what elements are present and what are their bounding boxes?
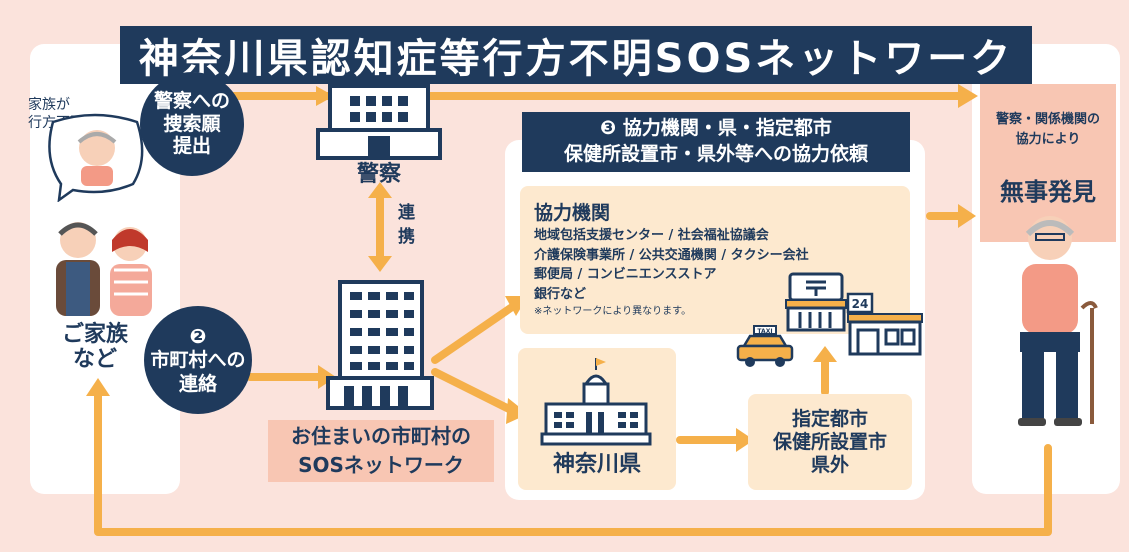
municipality-building-icon [326,280,434,410]
arrow-bottom-loop [94,388,1052,536]
step3-header: ❸ 協力機関・県・指定都市 保健所設置市・県外等への協力依頼 [522,112,910,172]
arrow-to-pref [431,368,519,416]
arrowhead-step1 [316,86,334,106]
cooperating-item: 地域包括支援センター / 社会福祉協議会 [534,228,769,243]
designated-label: 指定都市 保健所設置市 県外 [748,408,912,476]
cooperating-item: 郵便局 / コンビニエンスストア [534,267,717,282]
result-line-2: 協力により [1015,131,1081,147]
cooperating-note: ※ネットワークにより異なります。 [534,306,692,317]
municipality-label: お住まいの市町村の SOSネットワーク [268,420,494,482]
result-text: 警察・関係機関の 協力により [980,110,1116,149]
step1-line-2: 捜索願 [163,112,221,135]
renkei-char-1: 連 [398,203,415,223]
arrowhead-designated-up [813,346,837,362]
arrowhead-renkei-up [368,182,392,198]
arrow-to-coop [431,301,519,364]
convenience-store-icon: 24 [846,292,923,356]
renkei-label: 連 携 [398,202,422,250]
step3-line-2: 保健所設置市・県外等への協力依頼 [563,143,868,165]
worried-elder-illustration [48,113,144,202]
arrowhead-designated [736,428,754,452]
found-elder-illustration [1018,216,1098,426]
step2-line-2: 連絡 [178,372,217,395]
cooperating-item: 介護保険事業所 / 公共交通機関 / タクシー会社 [534,247,809,263]
step1-circle: 警察への 捜索願 提出 [140,72,244,176]
step2-circle: ❷ 市町村への 連絡 [144,306,252,414]
arrowhead-loop [86,378,110,396]
step1-line-3: 提出 [172,135,211,158]
post-office-icon [785,272,847,332]
arrowhead-pref [506,398,528,424]
family-speech-line-1: 家族が [28,97,70,113]
step2-line-1: 市町村への [150,348,246,371]
prefecture-label: 神奈川県 [552,452,641,477]
family-couple-illustration [56,222,152,316]
renkei-char-2: 携 [398,226,415,247]
prefecture-building-icon [540,358,652,446]
police-building-icon [316,84,442,160]
result-line-1: 警察・関係機関の [995,112,1100,127]
cooperating-list: 地域包括支援センター / 社会福祉協議会 介護保険事業所 / 公共交通機関 / … [534,226,904,319]
family-label-line-1: ご家族 [61,322,128,347]
family-label: ご家族 など [40,322,150,373]
arrowhead-renkei-down [368,256,392,272]
designated-line-2: 保健所設置市 [772,430,887,453]
family-label-line-2: など [72,347,117,373]
designated-line-3: 県外 [810,453,849,476]
municipality-line-1: お住まいの市町村の [291,424,471,448]
designated-box [748,394,912,490]
step3-line-1: ❸ 協力機関・県・指定都市 [600,117,832,140]
designated-line-1: 指定都市 [791,408,868,430]
cooperating-heading: 協力機関 [534,202,611,224]
taxi-icon: TAXI [736,325,794,367]
step2-number: ❷ [189,323,207,348]
store-sign-text: 24 [852,297,869,311]
police-label: 警察 [356,162,401,187]
result-box [980,84,1116,242]
cooperating-item: 銀行など [534,286,587,302]
municipality-line-2: SOSネットワーク [298,453,464,477]
arrowhead-top [958,84,978,108]
result-headline: 無事発見 [1000,178,1096,206]
arrowhead-result [958,204,976,228]
taxi-sign-text: TAXI [757,328,772,335]
page-title: 神奈川県認知症等行方不明SOSネットワーク [120,26,1032,84]
step1-line-1: 警察への [153,89,230,112]
